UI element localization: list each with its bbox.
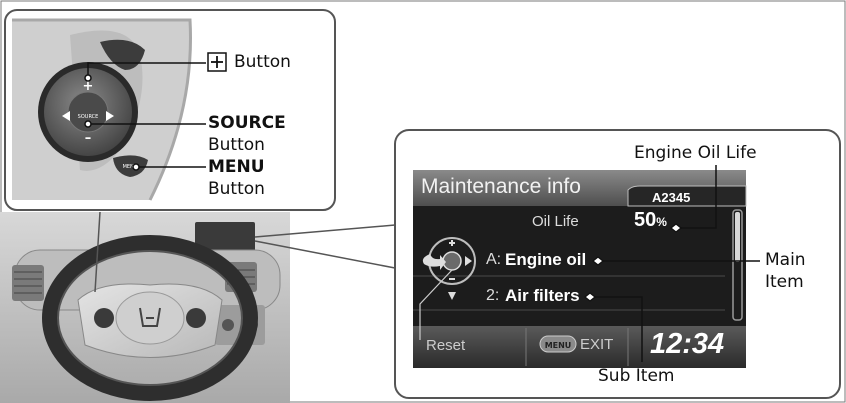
right-arrow-icon — [106, 111, 114, 121]
pad-menu-label: MENU — [123, 164, 138, 170]
left-leader-lines — [87, 62, 206, 168]
left-air-vent — [12, 265, 44, 301]
main-item-marker — [592, 256, 604, 266]
lcd-title: Maintenance info — [421, 175, 581, 198]
lcd-scrollbar-thumb — [735, 212, 740, 262]
right-leader-lines — [590, 165, 760, 362]
menu-button-name: MENU — [208, 157, 265, 177]
source-leader-marker — [84, 120, 92, 128]
engine-oil-life-label: Engine Oil Life — [634, 143, 757, 163]
source-button-name: SOURCE — [208, 113, 286, 133]
plus-button-word: Button — [234, 52, 291, 72]
dash-display-unit — [195, 222, 255, 252]
sub-item-leader — [590, 296, 643, 362]
menu-leader-marker — [132, 163, 140, 171]
plus-button-box-icon — [207, 52, 227, 72]
source-button-face — [67, 91, 109, 133]
steering-pad-small — [94, 308, 114, 328]
menu-button-word: Button — [208, 179, 265, 199]
lcd-footer — [413, 326, 746, 368]
lcd-main-item-code: A: — [486, 251, 502, 268]
honda-logo-icon — [139, 307, 161, 327]
source-button-word: Button — [208, 135, 265, 155]
left-arrow-icon — [62, 111, 70, 121]
oil-life-leader — [676, 165, 717, 229]
back-arrow-icon — [422, 254, 446, 270]
lcd-scrollbar — [732, 209, 743, 321]
steering-wheel — [42, 235, 258, 401]
lcd-code: A2345 — [652, 190, 691, 205]
lcd-reset: Reset — [426, 337, 466, 354]
lcd-sub-item-code: 2: — [486, 287, 500, 304]
lcd-exit: EXIT — [580, 336, 614, 353]
pad-minus-label: – — [85, 131, 92, 146]
lcd-oil-life-unit: % — [656, 215, 667, 229]
steering-controls-photo: + – SOURCE MENU — [12, 18, 192, 201]
lcd-menu-badge-label: MENU — [545, 341, 572, 350]
lcd-sub-item-label: Air filters — [505, 286, 580, 305]
sub-item-marker — [584, 292, 596, 302]
menu-button-face — [113, 155, 148, 177]
oil-life-marker — [670, 223, 682, 233]
lcd-oil-life-label: Oil Life — [532, 213, 579, 230]
plus-button-label: Button — [234, 52, 291, 73]
pad-source-label: SOURCE — [78, 114, 99, 120]
plus-leader — [87, 62, 206, 78]
lcd-screen: MENU — [413, 170, 747, 368]
lcd-clock: 12:34 — [650, 328, 725, 360]
lcd-oil-life-reading: 50% — [634, 209, 667, 232]
sub-item-label: Sub Item — [598, 366, 675, 386]
dashboard-photo — [0, 212, 290, 403]
main-item-label-line1: Main — [765, 250, 806, 270]
menu-badge: MENU — [539, 335, 577, 353]
pad-plus-label: + — [83, 79, 94, 94]
lcd-main-item-label: Engine oil — [505, 250, 587, 269]
main-item-label-line2: Item — [765, 272, 804, 292]
lcd-oil-life-value: 50 — [634, 209, 657, 231]
plus-leader-marker — [84, 74, 92, 82]
